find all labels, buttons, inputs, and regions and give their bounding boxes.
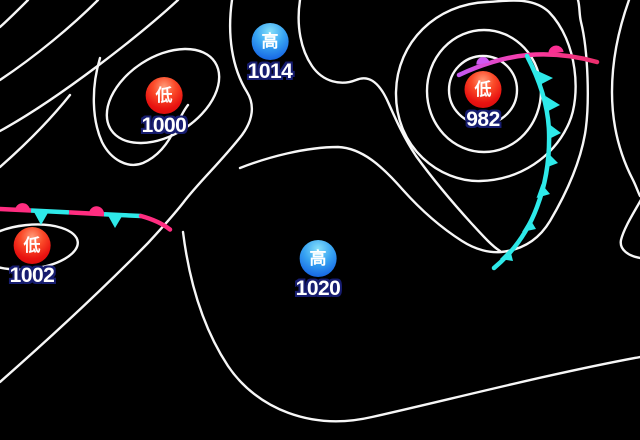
warm-front-semicircle	[476, 57, 490, 65]
isobar	[0, 0, 254, 384]
warm-front-semicircle	[89, 206, 105, 215]
isobar-low-982	[447, 54, 519, 126]
cold-front-triangle	[549, 124, 561, 139]
cold-front-line	[491, 53, 552, 271]
isobar	[0, 93, 72, 169]
stationary-front-cold-segment	[103, 211, 142, 219]
cold-front-triangle	[536, 184, 550, 198]
isobar	[181, 230, 640, 423]
cold-front-triangle	[108, 215, 122, 228]
stationary-front-warm-segment	[138, 213, 173, 232]
isobar	[0, 0, 30, 29]
cold-front-triangle	[545, 153, 558, 168]
isobars-layer	[0, 0, 640, 423]
isobar-low-1000	[105, 47, 221, 145]
isobar	[610, 0, 640, 198]
isobar	[297, 0, 502, 253]
cold-front-triangle	[500, 249, 513, 261]
stationary-front	[0, 203, 173, 232]
stationary-front-warm-segment	[68, 210, 105, 217]
cold-front-triangle	[535, 70, 553, 84]
cold-front-triangle	[522, 219, 536, 232]
cold-front-triangle	[34, 212, 48, 225]
isobar-low-982	[394, 0, 577, 183]
isobar	[619, 199, 640, 260]
warm-front-semicircle	[548, 45, 564, 54]
isobar-low-982	[425, 28, 543, 154]
isobar	[0, 0, 100, 82]
isobar-low-1002	[0, 223, 79, 271]
cold-front-triangle	[545, 96, 560, 111]
isobar	[238, 0, 589, 254]
warm-front-semicircle	[15, 203, 31, 211]
isobar	[92, 56, 190, 166]
cold-front	[491, 53, 561, 271]
isobar	[0, 0, 180, 133]
stationary-front-cold-segment	[30, 208, 70, 215]
